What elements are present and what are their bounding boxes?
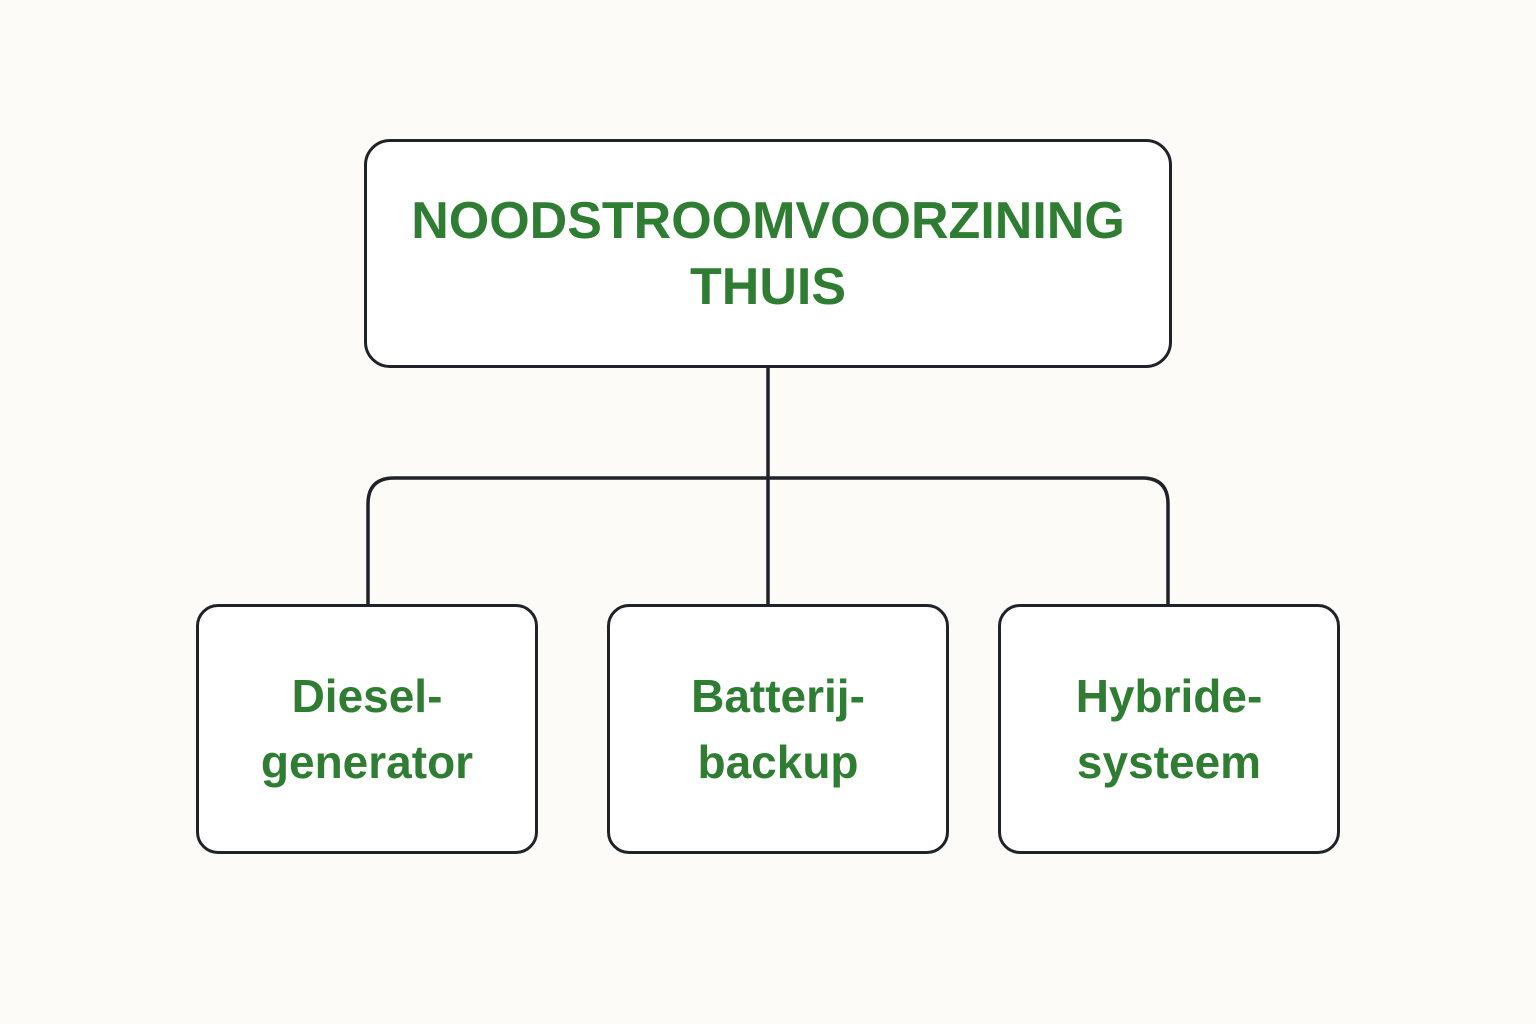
child-label-line-1: Batterij- <box>691 670 865 722</box>
root-title-line-1: NOODSTROOMVOORZINING <box>411 191 1125 250</box>
child-label-line-1: Diesel- <box>291 670 443 722</box>
child-label-line-2: systeem <box>1076 736 1262 788</box>
root-node: NOODSTROOMVOORZINING THUIS <box>364 139 1172 368</box>
child-node-diesel-generator: Diesel- generator <box>196 604 538 854</box>
root-title-line-2: THUIS <box>690 257 846 316</box>
child-label-line-2: backup <box>697 736 859 788</box>
bus-connector <box>366 476 1170 604</box>
child-node-battery-backup: Batterij- backup <box>607 604 949 854</box>
child-node-hybrid-system: Hybride- systeem <box>998 604 1340 854</box>
child-label-line-2: generator <box>260 736 474 788</box>
child-label-line-1: Hybride- <box>1075 670 1263 722</box>
